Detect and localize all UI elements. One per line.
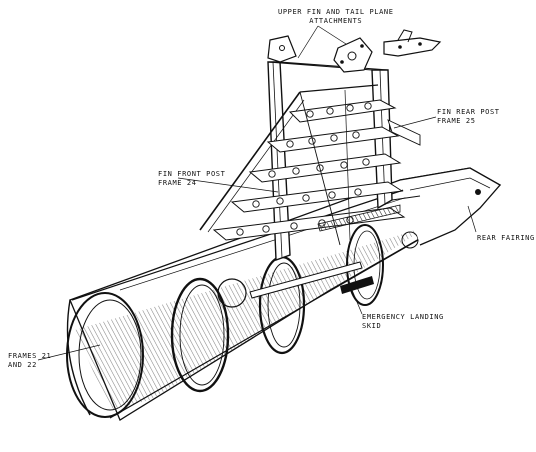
rear-fairing	[399, 167, 502, 246]
fin-ribs	[212, 99, 406, 241]
label-rear-fairing: REAR FAIRING	[477, 234, 535, 243]
label-emergency-skid-line2: SKID	[362, 322, 382, 330]
label-frames-line2: AND 22	[8, 361, 37, 369]
label-fin-front-post: FIN FRONT POST FRAME 24	[158, 170, 225, 188]
label-upper-fin-line1: UPPER FIN AND TAIL PLANE	[278, 8, 394, 16]
label-emergency-skid-line1: EMERGENCY LANDING	[362, 313, 444, 321]
label-frames-21-22: FRAMES 21 AND 22	[8, 352, 51, 370]
label-frames-line1: FRAMES 21	[8, 352, 52, 360]
label-fin-rear-post-line1: FIN REAR POST	[437, 108, 500, 116]
label-fin-front-post-line2: FRAME 24	[158, 179, 197, 187]
label-fin-rear-post: FIN REAR POST FRAME 25	[437, 108, 500, 126]
frames-21-22	[66, 277, 230, 418]
fin-structure	[199, 61, 421, 261]
label-upper-fin-attachments: UPPER FIN AND TAIL PLANE ATTACHMENTS	[278, 8, 394, 26]
label-upper-fin-line2: ATTACHMENTS	[309, 17, 363, 25]
label-emergency-landing-skid: EMERGENCY LANDING SKID	[362, 313, 444, 331]
label-fin-front-post-line1: FIN FRONT POST	[158, 170, 226, 178]
label-rear-fairing-line1: REAR FAIRING	[477, 234, 535, 242]
tail-plane-attachments	[267, 29, 442, 73]
leader-lines	[37, 25, 477, 361]
emergency-landing-skid	[249, 204, 401, 299]
label-fin-rear-post-line2: FRAME 25	[437, 117, 476, 125]
